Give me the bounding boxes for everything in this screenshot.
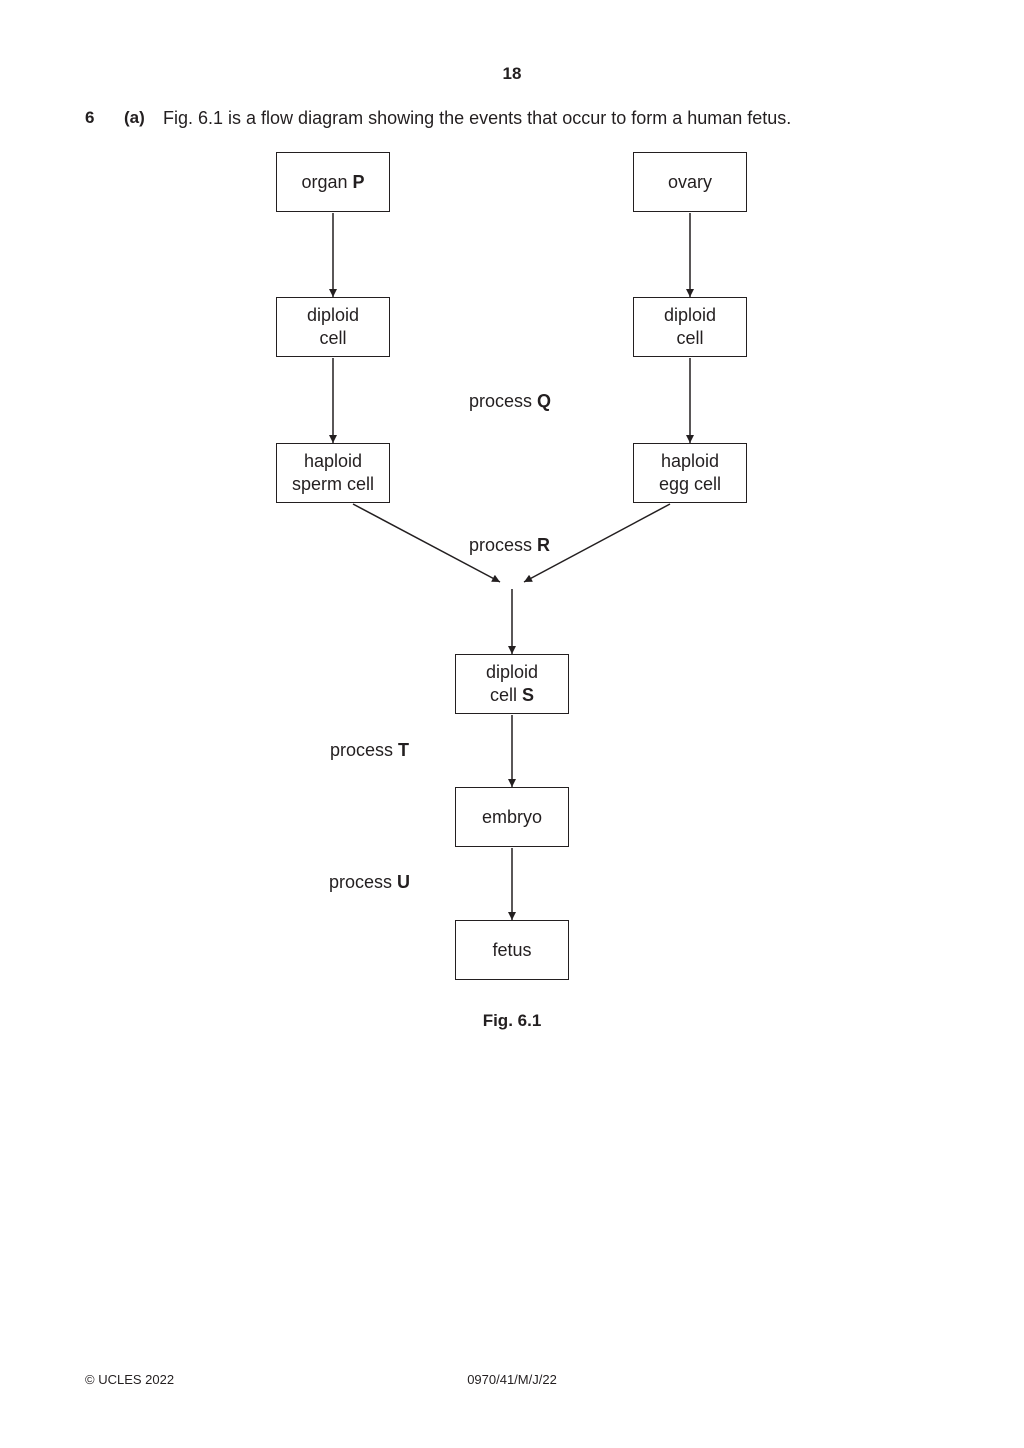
fetus-text: fetus — [492, 939, 532, 960]
box-diploid-cell-right: diploid cell — [633, 297, 747, 357]
box-diploid-cell-s: diploid cell S — [455, 654, 569, 714]
question-number: 6 — [85, 108, 95, 127]
process-u-letter: U — [397, 872, 411, 892]
page-number: 18 — [502, 64, 522, 83]
label-process-u: process U — [329, 872, 410, 893]
box-fetus: fetus — [455, 920, 569, 980]
diploid-left-line1: diploid — [306, 305, 360, 325]
arrow-sperm-to-fusion — [352, 503, 501, 583]
question-part: (a) — [124, 108, 145, 127]
box-diploid-cell-left: diploid cell — [276, 297, 390, 357]
process-r-letter: R — [537, 535, 551, 555]
footer-code: 0970/41/M/J/22 — [467, 1372, 557, 1387]
box-ovary: ovary — [633, 152, 747, 212]
question-text: Fig. 6.1 is a flow diagram showing the e… — [163, 108, 792, 128]
organ-p-text: organ — [301, 171, 348, 192]
process-q-letter: Q — [537, 391, 552, 411]
diploid-left-line2: cell — [319, 328, 347, 348]
process-q-text: process — [469, 391, 533, 411]
box-haploid-egg: haploid egg cell — [633, 443, 747, 503]
process-t-letter: T — [398, 740, 410, 760]
process-r-text: process — [469, 535, 533, 555]
ovary-text: ovary — [667, 171, 712, 192]
label-process-t: process T — [330, 740, 409, 761]
footer-copyright: © UCLES 2022 — [85, 1372, 175, 1387]
cell-s-line1: diploid — [485, 662, 539, 682]
figure-caption: Fig. 6.1 — [482, 1011, 542, 1030]
cell-s-letter: S — [522, 685, 535, 705]
egg-line1: haploid — [660, 451, 720, 471]
egg-line2: egg cell — [658, 474, 722, 494]
sperm-line1: haploid — [303, 451, 363, 471]
diploid-right-line1: diploid — [663, 305, 717, 325]
embryo-text: embryo — [481, 806, 543, 827]
diploid-right-line2: cell — [676, 328, 704, 348]
sperm-line2: sperm cell — [291, 474, 375, 494]
arrow-egg-to-fusion — [523, 503, 671, 583]
box-embryo: embryo — [455, 787, 569, 847]
label-process-r: process R — [469, 535, 550, 556]
cell-s-line2: cell — [489, 685, 517, 705]
organ-p-letter: P — [352, 171, 365, 192]
process-t-text: process — [330, 740, 394, 760]
box-organ-p: organ P — [276, 152, 390, 212]
process-u-text: process — [329, 872, 393, 892]
label-process-q: process Q — [469, 391, 551, 412]
box-haploid-sperm: haploid sperm cell — [276, 443, 390, 503]
